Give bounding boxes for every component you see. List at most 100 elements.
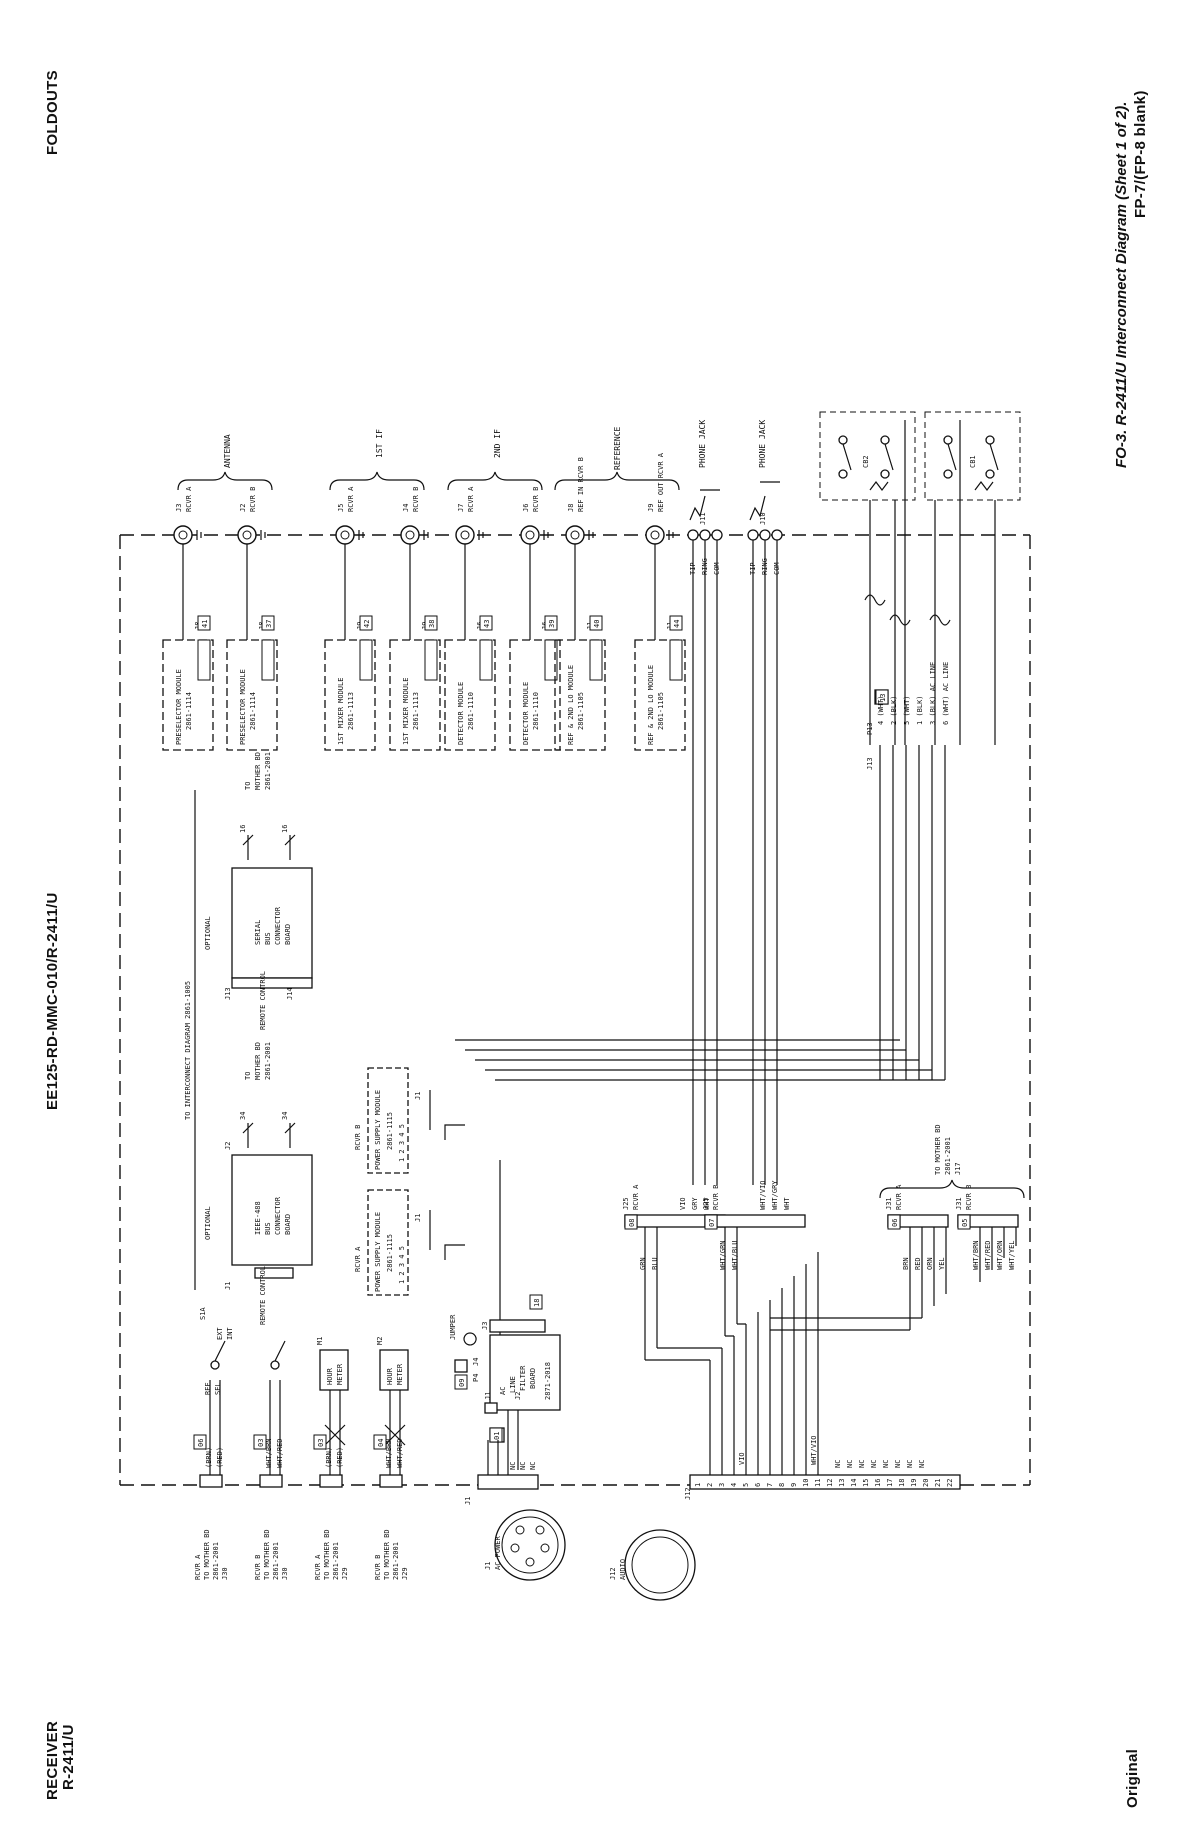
ground-icon: [478, 530, 484, 540]
meter-line1-1: HOUR: [326, 1367, 334, 1385]
module-connector: [479, 639, 493, 681]
bottom-ref-3-3: 2861-2001: [332, 1542, 340, 1580]
coax-jack-7: J8: [567, 504, 575, 512]
phone-jack-1: J11: [699, 512, 707, 525]
psu-name-2: POWER SUPPLY MODULE: [374, 1212, 382, 1292]
j1-ac-power-conn: J1: [484, 1562, 492, 1570]
psu-pins-2: 1 2 3 4 5: [398, 1246, 406, 1284]
module-part-4: 2861-1113: [412, 692, 420, 730]
phone-pin-a-2: RING: [701, 558, 709, 575]
j1-nc-1: NC: [509, 1462, 517, 1470]
ieee-mother-3: 2861-2001: [264, 1042, 272, 1080]
left-wire-a-1: (BRN): [205, 1447, 213, 1468]
meter-line2-1: METER: [336, 1363, 344, 1385]
j12-wire-1: VIO: [738, 1452, 746, 1465]
left-wire-a-3: (BRN): [325, 1447, 333, 1468]
p13-pin-2: 2 (BLK): [890, 695, 898, 725]
left-ref-1-box: [193, 1434, 207, 1450]
filter-part: 2871-2018: [544, 1362, 552, 1400]
ieee-board-title-3: BUS: [264, 1222, 272, 1235]
j12-audio-conn: J12: [609, 1567, 617, 1580]
psu-part-2: 2861-1115: [386, 1234, 394, 1272]
ieee-remote: REMOTE CONTROL: [259, 1266, 267, 1325]
left-wire-a-4: WHT/BRN: [385, 1438, 393, 1468]
j25-ref-2-box: [704, 1214, 718, 1230]
p13-pin-1: 4 (WHT): [877, 695, 885, 725]
j12-pin-18: 18: [898, 1479, 906, 1487]
ground-icon: [588, 530, 594, 540]
coax-jack-3: J5: [337, 504, 345, 512]
j31-wire-1-4: YEL: [938, 1257, 946, 1270]
coax-jack-center: [525, 530, 535, 540]
module-ref-1: 41: [201, 620, 209, 628]
j1-nc-2: NC: [519, 1462, 527, 1470]
serial-wires-1: 16: [239, 825, 247, 833]
meter-line2-2: METER: [396, 1363, 404, 1385]
j12-pin-11: 11: [814, 1479, 822, 1487]
module-name-5: DETECTOR MODULE: [457, 682, 465, 745]
module-ref-1-box: [197, 615, 211, 631]
left-wire-b-3: (RED): [336, 1447, 344, 1468]
j1-ac-power-label: AC POWER: [494, 1535, 502, 1570]
coax-rcvr-4: RCVR B: [412, 487, 420, 512]
module-part-2: 2861-1114: [249, 692, 257, 730]
filter-ref-01-box: [489, 1427, 503, 1443]
filter-jumper: JUMPER: [449, 1314, 457, 1340]
psu-conn-2: J1: [414, 1214, 422, 1222]
j25-ref-1-box: [624, 1214, 638, 1230]
j12-wire-2: WHT/VIO: [810, 1435, 818, 1465]
module-name-1: PRESELECTOR MODULE: [175, 669, 183, 745]
breaker-cb1: CB1: [969, 455, 977, 468]
j12-pin-20: 20: [922, 1479, 930, 1487]
coax-jack-4: J4: [402, 504, 410, 512]
bottom-ref-3-4: J29: [341, 1567, 349, 1580]
j25-conn-1: J25: [622, 1197, 630, 1210]
filter-j1: J1: [484, 1392, 492, 1400]
module-part-6: 2861-1110: [532, 692, 540, 730]
bottom-ref-1-3: 2861-2001: [212, 1542, 220, 1580]
left-ref-4-box: [373, 1434, 387, 1450]
j25-rcvr-2: RCVR B: [712, 1185, 720, 1210]
serial-board-title-1: OPTIONAL: [204, 916, 212, 950]
module-part-8: 2861-1105: [657, 692, 665, 730]
j25-wire-1-1: VIO: [679, 1197, 687, 1210]
coax-jack-center: [405, 530, 415, 540]
j12-nc-2: NC: [846, 1460, 854, 1468]
j12-strip-conn: J12: [684, 1487, 692, 1500]
filter-j2: J2: [514, 1392, 522, 1400]
module-part-5: 2861-1110: [467, 692, 475, 730]
module-name-6: DETECTOR MODULE: [522, 682, 530, 745]
j12-audio-label: AUDIO: [619, 1559, 627, 1580]
phone-pin-b-2: RING: [761, 558, 769, 575]
filter-conn: J3: [481, 1322, 489, 1330]
j12-pin-21: 21: [934, 1479, 942, 1487]
p13-pin-3: 5 (WHT): [903, 695, 911, 725]
switch-and-meters: [199, 1340, 409, 1488]
j12-pin-10: 10: [802, 1479, 810, 1487]
group-label-2: 1ST IF: [375, 429, 384, 458]
filter-j4: J4: [472, 1358, 480, 1366]
filter-ref: 18: [533, 1299, 541, 1307]
j31-wire-2-1: WHT/BRN: [972, 1240, 980, 1270]
filter-p4: P4: [472, 1374, 480, 1382]
module-outline: [324, 639, 376, 751]
serial-board-title-3: BUS: [264, 932, 272, 945]
ieee-wires-2: 34: [281, 1112, 289, 1120]
j12-pin-4: 4: [730, 1483, 738, 1487]
psu-part-1: 2861-1115: [386, 1112, 394, 1150]
filter-title-4: BOARD: [529, 1368, 537, 1389]
left-wire-b-4: WHT/RED: [396, 1438, 404, 1468]
meter-name-1: M1: [316, 1337, 324, 1345]
j25-rcvr-1: RCVR A: [632, 1184, 640, 1210]
j31-wire-2-3: WHT/ORN: [996, 1240, 1004, 1270]
module-connector: [669, 639, 683, 681]
j31-wire-1-3: ORN: [926, 1257, 934, 1270]
switch-label-2: SEL: [214, 1382, 222, 1395]
j17-label-1: TO MOTHER BD: [934, 1124, 942, 1175]
module-name-4: 1ST MIXER MODULE: [402, 678, 410, 745]
j17-label-3: J17: [954, 1162, 962, 1175]
j12-pin-6: 6: [754, 1483, 762, 1487]
interconnect-ref: TO INTERCONNECT DIAGRAM 2861-1005: [184, 981, 192, 1120]
module-name-2: PRESELECTOR MODULE: [239, 669, 247, 745]
